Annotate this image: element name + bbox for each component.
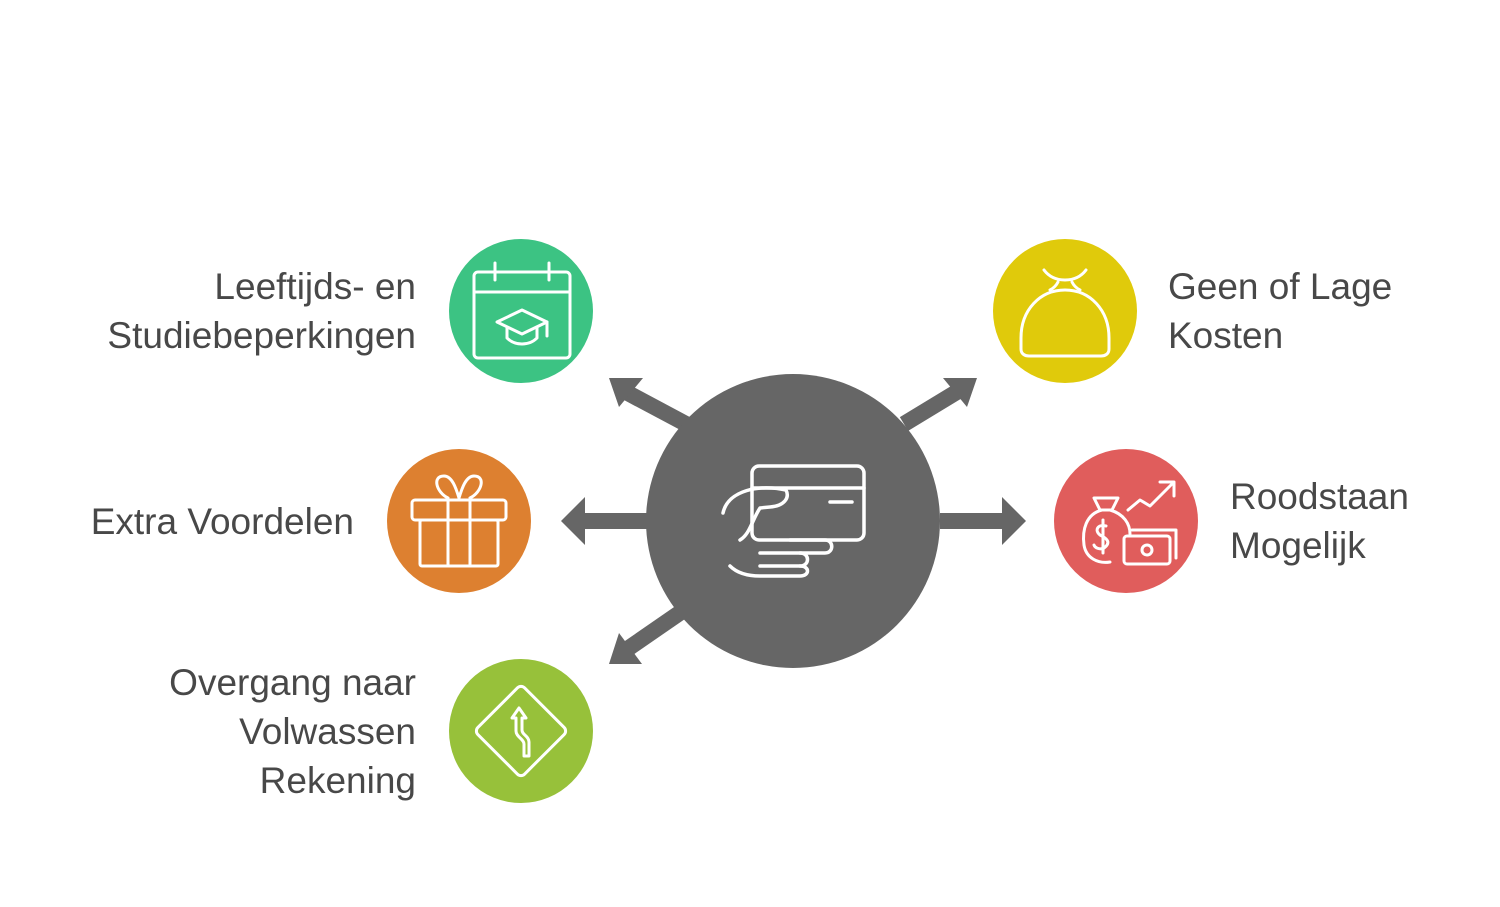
road-sign-icon (474, 684, 568, 778)
gift-icon (410, 474, 508, 568)
coin-purse-icon (1019, 268, 1111, 358)
card-payment-icon (721, 464, 866, 578)
node-label-age-line-1: Leeftijds- en (214, 266, 416, 307)
arrow-to-transition (609, 605, 686, 664)
node-label-overdraft-line-2: Mogelijk (1230, 525, 1366, 566)
arrows (561, 378, 1026, 664)
node-label-costs-line-2: Kosten (1168, 315, 1283, 356)
arrow-to-costs (899, 378, 977, 431)
arrow-to-age (609, 378, 690, 432)
node-label-overdraft-line-1: Roodstaan (1230, 476, 1409, 517)
hub-circle (646, 374, 940, 668)
node-label-transition-line-2: Volwassen (239, 711, 416, 752)
node-label-age-line-2: Studiebeperkingen (107, 315, 416, 356)
node-label-transition-line-1: Overgang naar (169, 662, 416, 703)
arrow-to-benefits (561, 497, 650, 545)
calendar-graduation-icon (472, 261, 572, 360)
node-label-transition-line-3: Rekening (260, 760, 416, 801)
node-circle-costs (993, 239, 1137, 383)
node-label-costs-line-1: Geen of Lage (1168, 266, 1392, 307)
arrow-to-overdraft (940, 497, 1026, 545)
node-label-benefits-line-1: Extra Voordelen (91, 501, 354, 542)
money-growth-icon (1082, 480, 1178, 566)
